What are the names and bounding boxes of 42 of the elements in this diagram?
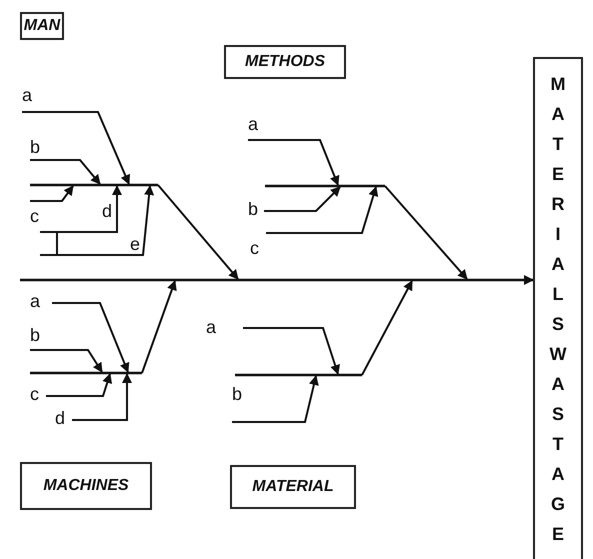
cause-letter: b <box>248 200 264 222</box>
cause-letter: d <box>55 409 72 431</box>
spine-line <box>20 278 533 282</box>
cause-letter: c <box>250 233 266 257</box>
cause-letter: b <box>30 138 50 160</box>
arrow <box>72 373 132 421</box>
arrow <box>46 373 112 397</box>
arrow <box>521 275 534 285</box>
bone-line <box>30 372 142 374</box>
arrow <box>248 139 340 186</box>
arrow <box>157 184 239 280</box>
arrow <box>112 185 122 233</box>
arrow <box>30 185 74 202</box>
arrow <box>243 327 340 375</box>
arrow <box>361 280 413 376</box>
bone-line <box>265 184 385 188</box>
category-box: MAN <box>20 12 64 40</box>
cause-letter: a <box>248 115 268 140</box>
arrow <box>22 111 130 185</box>
arrow <box>30 349 103 373</box>
cause-letter: a <box>206 318 243 338</box>
arrow <box>384 185 468 280</box>
arrow <box>232 375 319 423</box>
effect-box: MATERIALS WASTAGE <box>533 57 583 559</box>
arrow <box>264 186 341 212</box>
cause-letter: e <box>40 235 140 256</box>
category-box: METHODS <box>224 45 346 79</box>
arrow <box>266 186 378 234</box>
arrow <box>141 280 177 374</box>
arrow <box>52 302 130 373</box>
cause-letter: b <box>30 326 50 350</box>
bone-line <box>30 184 158 186</box>
cause-letter: b <box>232 385 252 422</box>
cause-letter: c <box>30 385 46 407</box>
cause-letter: a <box>30 292 52 314</box>
cause-letter: d <box>40 202 112 233</box>
cause-letter: a <box>22 86 42 112</box>
category-box: MATERIAL <box>230 465 356 509</box>
arrow <box>140 185 154 256</box>
category-box: MACHINES <box>20 462 152 510</box>
arrow <box>30 159 101 185</box>
bone-line <box>235 374 362 376</box>
